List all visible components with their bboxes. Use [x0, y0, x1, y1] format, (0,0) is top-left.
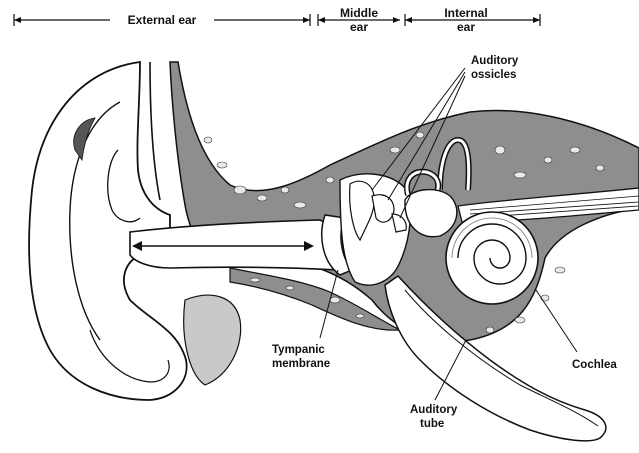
ossicles-label-line2: ossicles	[471, 69, 516, 81]
ossicles-label-line1: Auditory	[471, 55, 519, 67]
internal-ear-label-line2: ear	[457, 20, 475, 34]
cochlea	[446, 212, 538, 304]
middle-ear-label-line2: ear	[350, 20, 368, 34]
tube-label-line2: tube	[420, 418, 444, 430]
section-bracket-middle-ear: Middle ear	[318, 6, 400, 34]
lower-tissue	[184, 295, 241, 385]
tympanic-label-line1: Tympanic	[272, 344, 325, 356]
cochlea-label: Cochlea	[572, 359, 617, 371]
middle-ear-label-line1: Middle	[340, 6, 378, 20]
section-bracket-external-ear: External ear	[14, 13, 310, 27]
skin-line	[150, 62, 160, 200]
tympanic-label-line2: membrane	[272, 358, 330, 370]
tube-label-line1: Auditory	[410, 404, 458, 416]
section-bracket-internal-ear: Internal ear	[405, 6, 540, 34]
external-ear-label: External ear	[128, 13, 197, 27]
internal-ear-label-line1: Internal	[444, 6, 487, 20]
